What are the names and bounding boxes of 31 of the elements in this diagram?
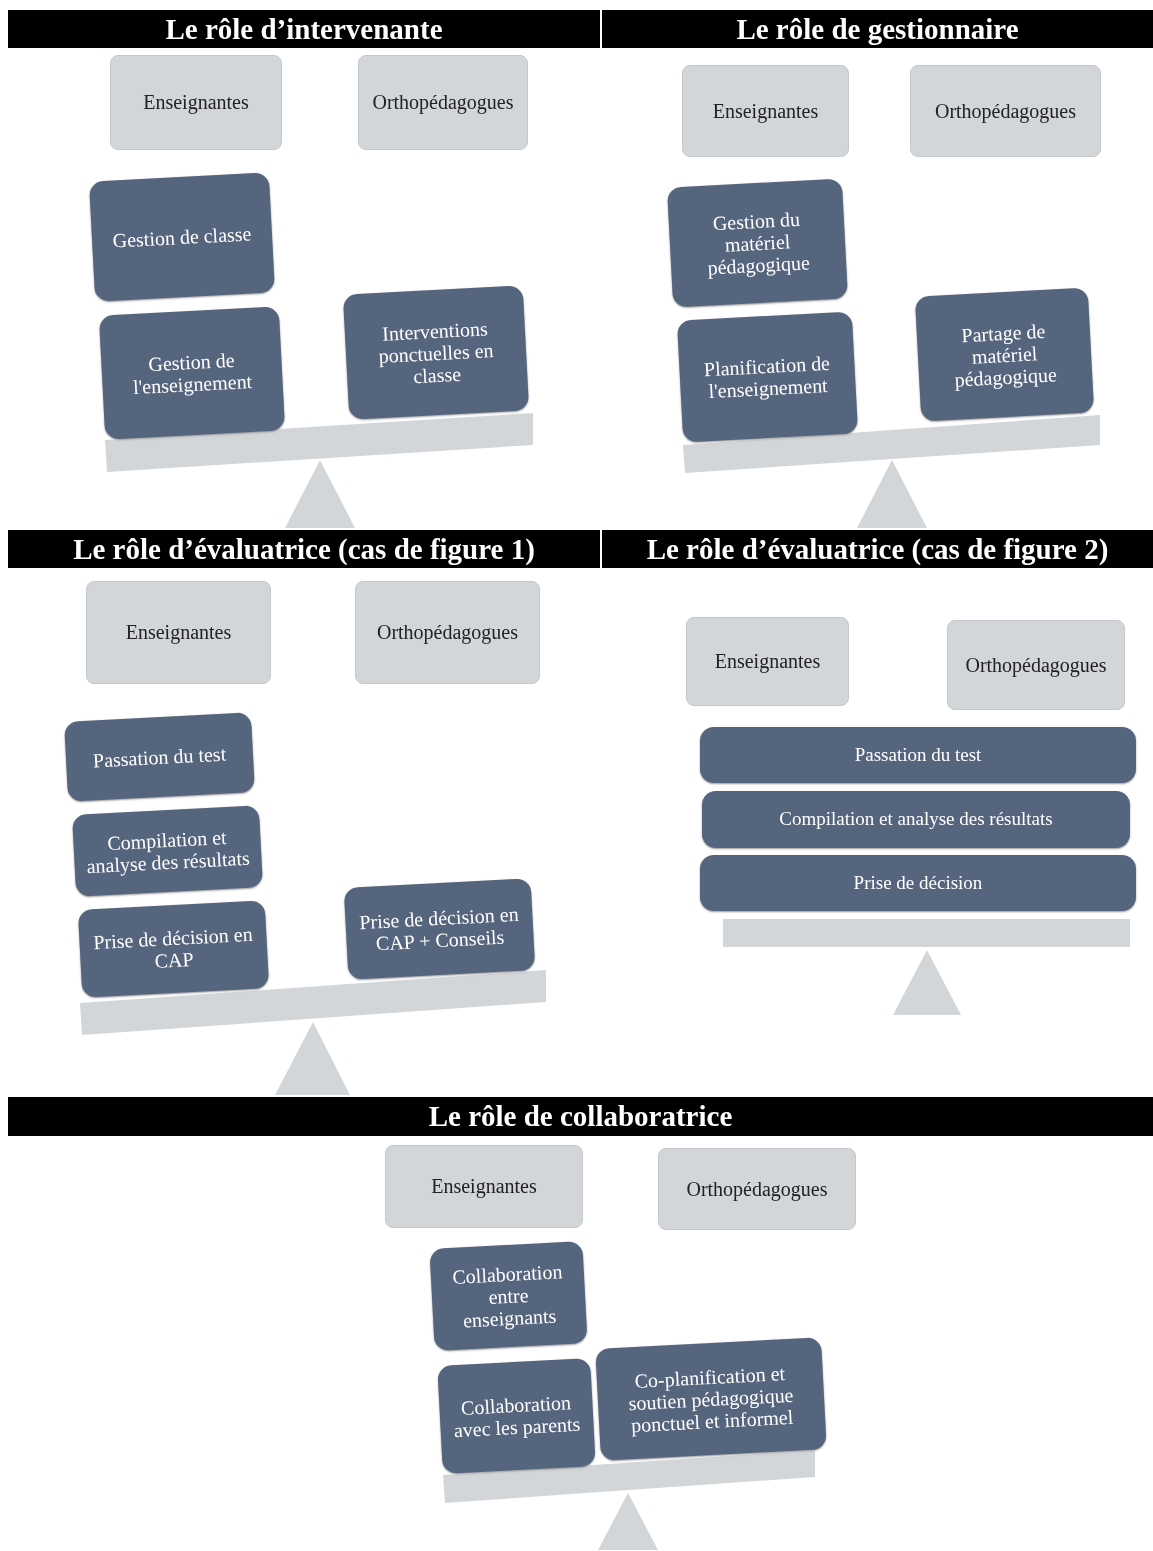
group-label-box: Enseignantes	[86, 581, 271, 684]
group-label-box: Enseignantes	[686, 617, 849, 706]
group-label-box: Enseignantes	[682, 65, 849, 157]
title-band: Le rôle d’évaluatrice (cas de figure 1)	[8, 530, 600, 568]
group-label-box: Orthopédagogues	[355, 581, 540, 684]
title-band: Le rôle de gestionnaire	[602, 10, 1153, 48]
task-box: Gestion de classe	[89, 172, 275, 302]
task-box: Collaboration avec les parents	[437, 1358, 596, 1474]
task-box: Compilation et analyse des résultats	[72, 805, 263, 897]
task-box: Co-planification et soutien pédagogique ponctuel et informel	[595, 1337, 827, 1461]
group-label-box: Orthopédagogues	[358, 55, 528, 150]
task-box: Interventions ponctuelles en classe	[342, 285, 530, 420]
task-box: Partage de matériel pédagogique	[914, 287, 1095, 422]
task-box: Gestion de l'enseignement	[98, 306, 286, 440]
task-box: Compilation et analyse des résultats	[702, 791, 1130, 848]
task-box: Prise de décision en CAP + Conseils	[343, 878, 536, 980]
title-band: Le rôle d’intervenante	[8, 10, 600, 48]
group-label-box: Enseignantes	[110, 55, 282, 150]
task-box: Passation du test	[64, 712, 255, 802]
task-box: Gestion du matériel pédagogique	[667, 178, 848, 308]
task-box: Prise de décision en CAP	[77, 900, 270, 998]
group-label-box: Orthopédagogues	[658, 1148, 856, 1230]
title-band: Le rôle d’évaluatrice (cas de figure 2)	[602, 530, 1153, 568]
task-box: Prise de décision	[700, 855, 1136, 911]
task-box: Passation du test	[700, 727, 1136, 783]
group-label-box: Enseignantes	[385, 1145, 583, 1228]
title-band: Le rôle de collaboratrice	[8, 1097, 1153, 1136]
task-box: Planification de l'enseignement	[676, 311, 859, 443]
group-label-box: Orthopédagogues	[947, 620, 1125, 710]
group-label-box: Orthopédagogues	[910, 65, 1101, 157]
task-box: Collaboration entre enseignants	[429, 1241, 588, 1351]
